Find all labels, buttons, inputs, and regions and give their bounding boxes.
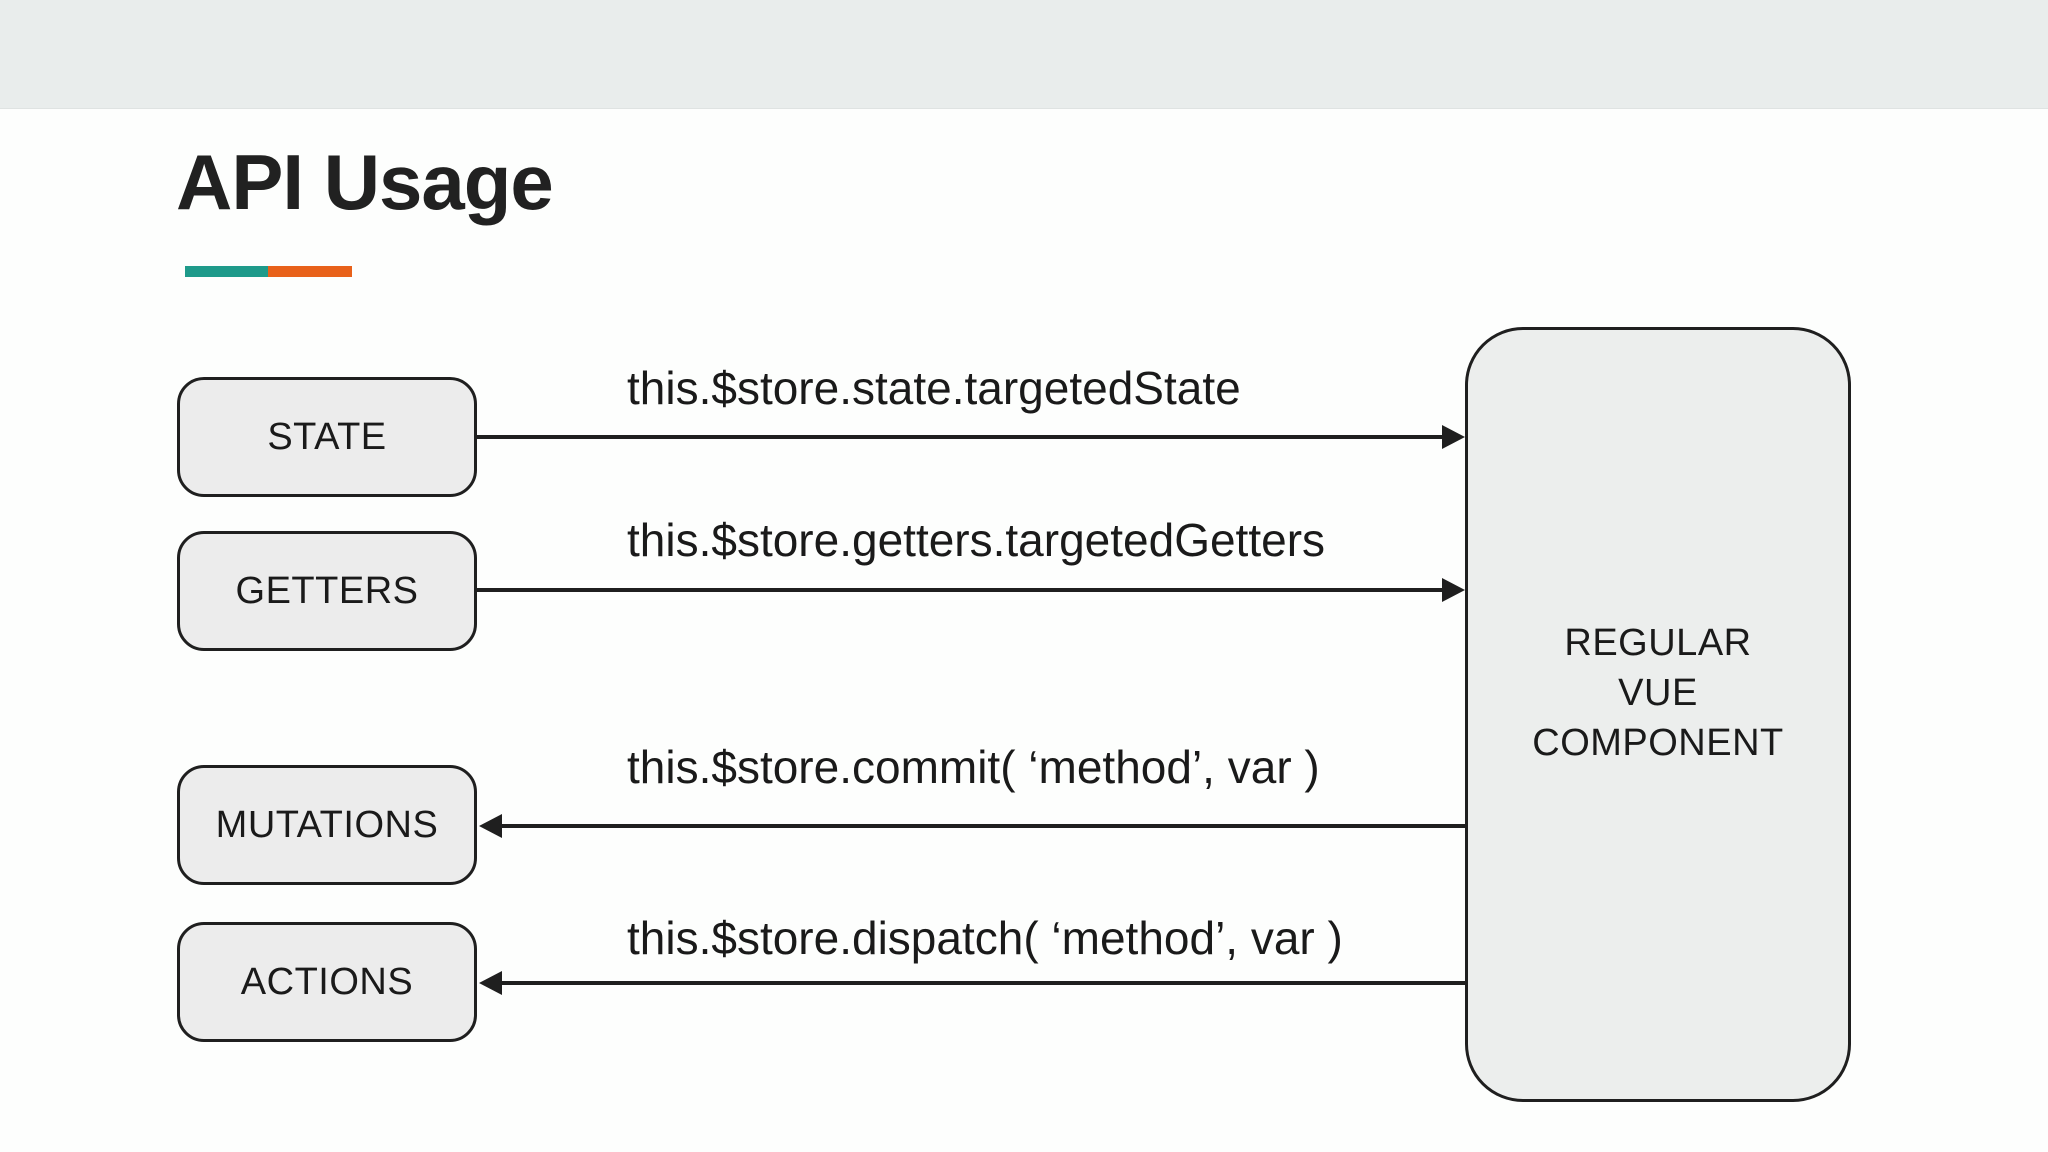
vue-component-label-line: REGULAR xyxy=(1564,621,1752,664)
mutations-code-label: this.$store.commit( ‘method’, var ) xyxy=(627,741,1320,793)
state-box: STATE xyxy=(177,377,477,497)
arrow-right-icon xyxy=(1442,578,1465,602)
state-box-label: STATE xyxy=(267,415,387,458)
state-arrow-line xyxy=(477,435,1445,439)
arrow-left-icon xyxy=(479,814,502,838)
getters-box: GETTERS xyxy=(177,531,477,651)
arrow-left-icon xyxy=(479,971,502,995)
actions-box: ACTIONS xyxy=(177,922,477,1042)
vue-component-label: REGULAR VUE COMPONENT xyxy=(1532,618,1784,768)
actions-arrow-line xyxy=(499,981,1465,985)
actions-box-label: ACTIONS xyxy=(240,960,414,1003)
underline-teal-segment xyxy=(185,266,268,277)
getters-code-label: this.$store.getters.targetedGetters xyxy=(627,514,1326,566)
state-code-label: this.$store.state.targetedState xyxy=(627,362,1241,414)
getters-arrow-line xyxy=(477,588,1445,592)
underline-orange-segment xyxy=(268,266,352,277)
title-underline xyxy=(185,266,352,277)
slide-title: API Usage xyxy=(176,138,554,226)
vue-component-label-line: COMPONENT xyxy=(1532,721,1784,764)
mutations-arrow-line xyxy=(499,824,1465,828)
mutations-box-label: MUTATIONS xyxy=(215,803,439,846)
getters-box-label: GETTERS xyxy=(235,569,419,612)
arrow-right-icon xyxy=(1442,425,1465,449)
slide-header-band xyxy=(0,0,2048,109)
vue-component-label-line: VUE xyxy=(1618,671,1698,714)
mutations-box: MUTATIONS xyxy=(177,765,477,885)
vue-component-box: REGULAR VUE COMPONENT xyxy=(1465,327,1851,1102)
actions-code-label: this.$store.dispatch( ‘method’, var ) xyxy=(627,912,1343,964)
